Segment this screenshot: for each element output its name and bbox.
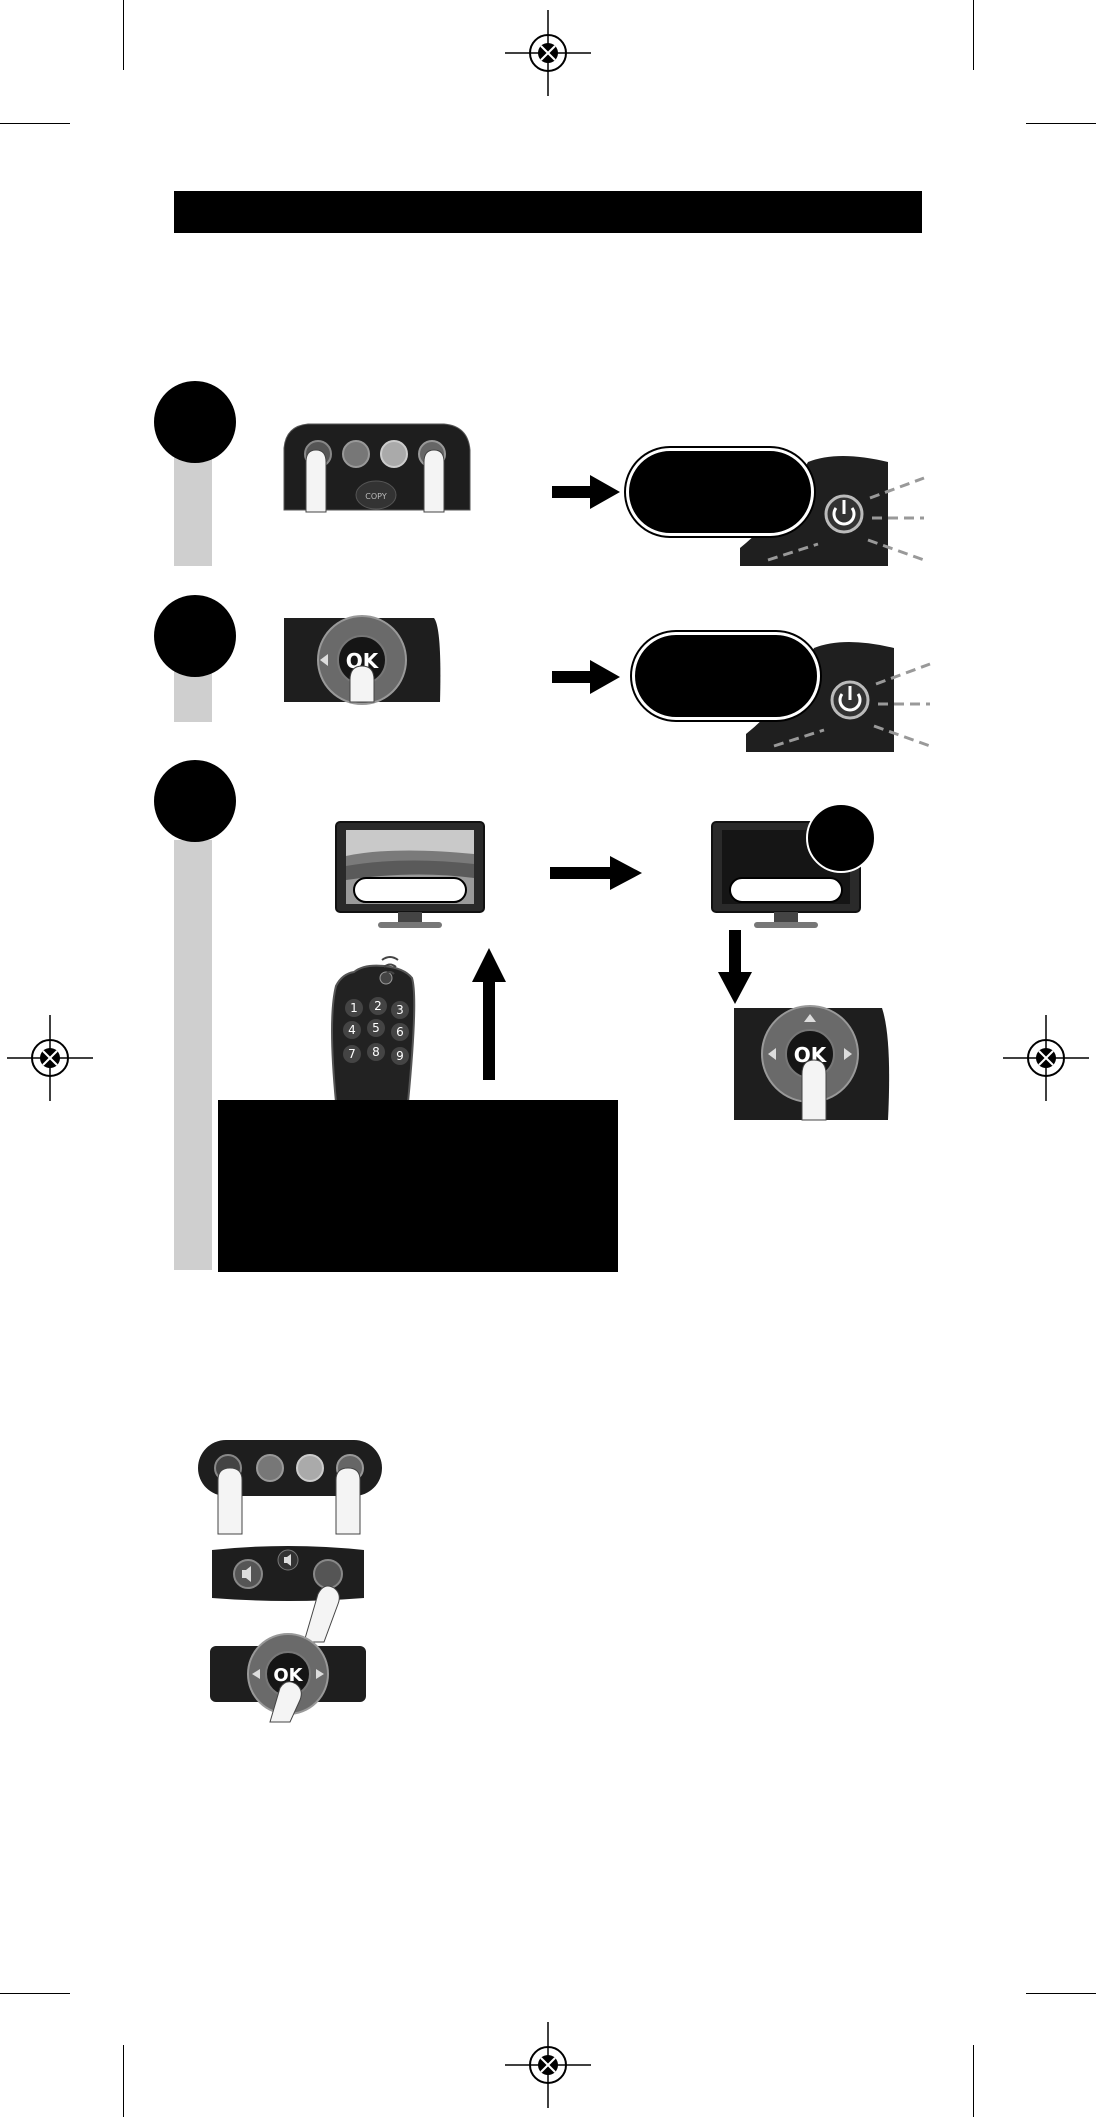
ok-button-label: OK	[273, 1665, 303, 1686]
step-3-rail	[174, 840, 212, 1270]
step-3-sub-badge	[806, 803, 876, 873]
registration-mark-icon	[505, 10, 591, 96]
step-1-rail	[174, 450, 212, 566]
crop-mark	[1026, 123, 1096, 124]
step-3-instruction-block	[218, 1100, 618, 1272]
crop-mark	[0, 1993, 70, 1994]
step-3-badge	[154, 760, 236, 842]
arrow-down-icon	[718, 930, 752, 1004]
remote-ok-button-illustration: OK	[284, 615, 441, 705]
arrow-up-icon	[472, 948, 506, 1080]
crop-mark	[123, 2045, 124, 2117]
step-2-led-callout	[632, 632, 820, 720]
remote-ok-button-illustration: OK	[734, 1005, 890, 1121]
remote-top-buttons-illustration: COPY	[283, 423, 471, 513]
registration-mark-icon	[7, 1015, 93, 1101]
arrow-right-icon	[552, 660, 620, 694]
keypad-digit: 4	[348, 1023, 356, 1037]
keypad-digit: 5	[372, 1021, 380, 1035]
registration-mark-icon	[1003, 1015, 1089, 1101]
keypad-digit: 7	[348, 1047, 356, 1061]
step-1-badge	[154, 381, 236, 463]
remote-power-led-illustration	[746, 642, 931, 752]
crop-mark	[0, 123, 70, 124]
registration-mark-icon	[505, 2022, 591, 2108]
remote-volume-mute-illustration	[212, 1546, 364, 1643]
section-header-bar	[174, 191, 922, 233]
crop-mark	[123, 0, 124, 70]
keypad-digit: 8	[372, 1045, 380, 1059]
tv-with-picture-illustration	[335, 821, 485, 928]
remote-top-buttons-illustration	[198, 1440, 382, 1535]
keypad-digit: 9	[396, 1049, 404, 1063]
arrow-right-icon	[550, 856, 642, 890]
remote-power-led-illustration	[740, 456, 925, 566]
crop-mark	[1026, 1993, 1096, 1994]
crop-mark	[973, 2045, 974, 2117]
remote-ok-button-illustration: OK	[210, 1633, 366, 1723]
step-1-led-callout	[626, 448, 814, 536]
keypad-digit: 2	[374, 999, 382, 1013]
keypad-digit: 6	[396, 1025, 404, 1039]
crop-mark	[973, 0, 974, 70]
signal-waves-icon	[381, 956, 399, 975]
keypad-digits: 1 2 3 4 5 6 7 8 9	[343, 997, 409, 1065]
keypad-digit: 1	[350, 1001, 358, 1015]
keypad-digit: 3	[396, 1003, 404, 1017]
arrow-right-icon	[552, 475, 620, 509]
copy-button-label: COPY	[365, 492, 387, 501]
step-2-badge	[154, 595, 236, 677]
